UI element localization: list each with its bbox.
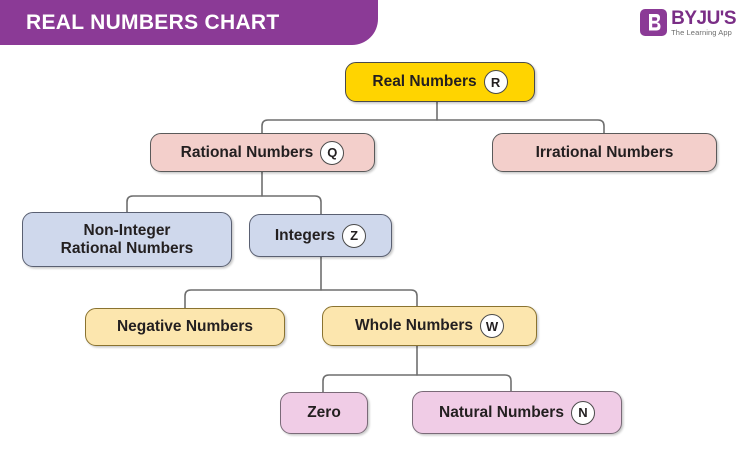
node-integers-badge: Z [342,223,367,248]
byjus-logo-mark-icon [640,9,668,37]
node-rational-numbers[interactable]: Rational Numbers Q [150,133,375,172]
node-whole-numbers[interactable]: Whole Numbers W [322,306,537,346]
edge-real-bus [261,119,605,135]
page-title: REAL NUMBERS CHART [26,11,280,34]
node-natural-numbers-label: Natural Numbers [439,403,564,421]
node-zero[interactable]: Zero [280,392,368,434]
node-natural-numbers-badge: N [570,400,595,425]
node-real-numbers-badge: R [483,70,508,94]
byjus-logo: BYJU'S The Learning App [640,9,736,37]
header-banner [0,0,378,45]
node-natural-numbers[interactable]: Natural Numbers N [412,391,622,434]
node-integers-label: Integers [274,226,336,244]
node-irrational-numbers[interactable]: Irrational Numbers [492,133,717,172]
node-non-integer-rational-numbers-label: Non-Integer Rational Numbers [60,222,194,257]
byjus-logo-text: BYJU'S The Learning App [671,9,736,37]
node-negative-numbers-label: Negative Numbers [116,318,254,336]
node-non-integer-rational-numbers[interactable]: Non-Integer Rational Numbers [22,212,232,267]
node-real-numbers[interactable]: Real Numbers R [345,62,535,102]
node-negative-numbers[interactable]: Negative Numbers [85,308,285,346]
node-whole-numbers-badge: W [479,314,504,338]
node-rational-numbers-badge: Q [320,140,345,165]
node-rational-numbers-label: Rational Numbers [180,143,314,161]
byjus-logo-wordmark: BYJU'S [671,8,736,29]
node-zero-label: Zero [307,404,341,422]
node-irrational-numbers-label: Irrational Numbers [535,143,674,161]
node-real-numbers-label: Real Numbers [372,73,477,91]
byjus-logo-tagline: The Learning App [671,28,732,37]
edge-real-to-rational-irrational [262,101,604,132]
node-whole-numbers-label: Whole Numbers [355,317,473,335]
node-integers[interactable]: Integers Z [249,214,392,257]
